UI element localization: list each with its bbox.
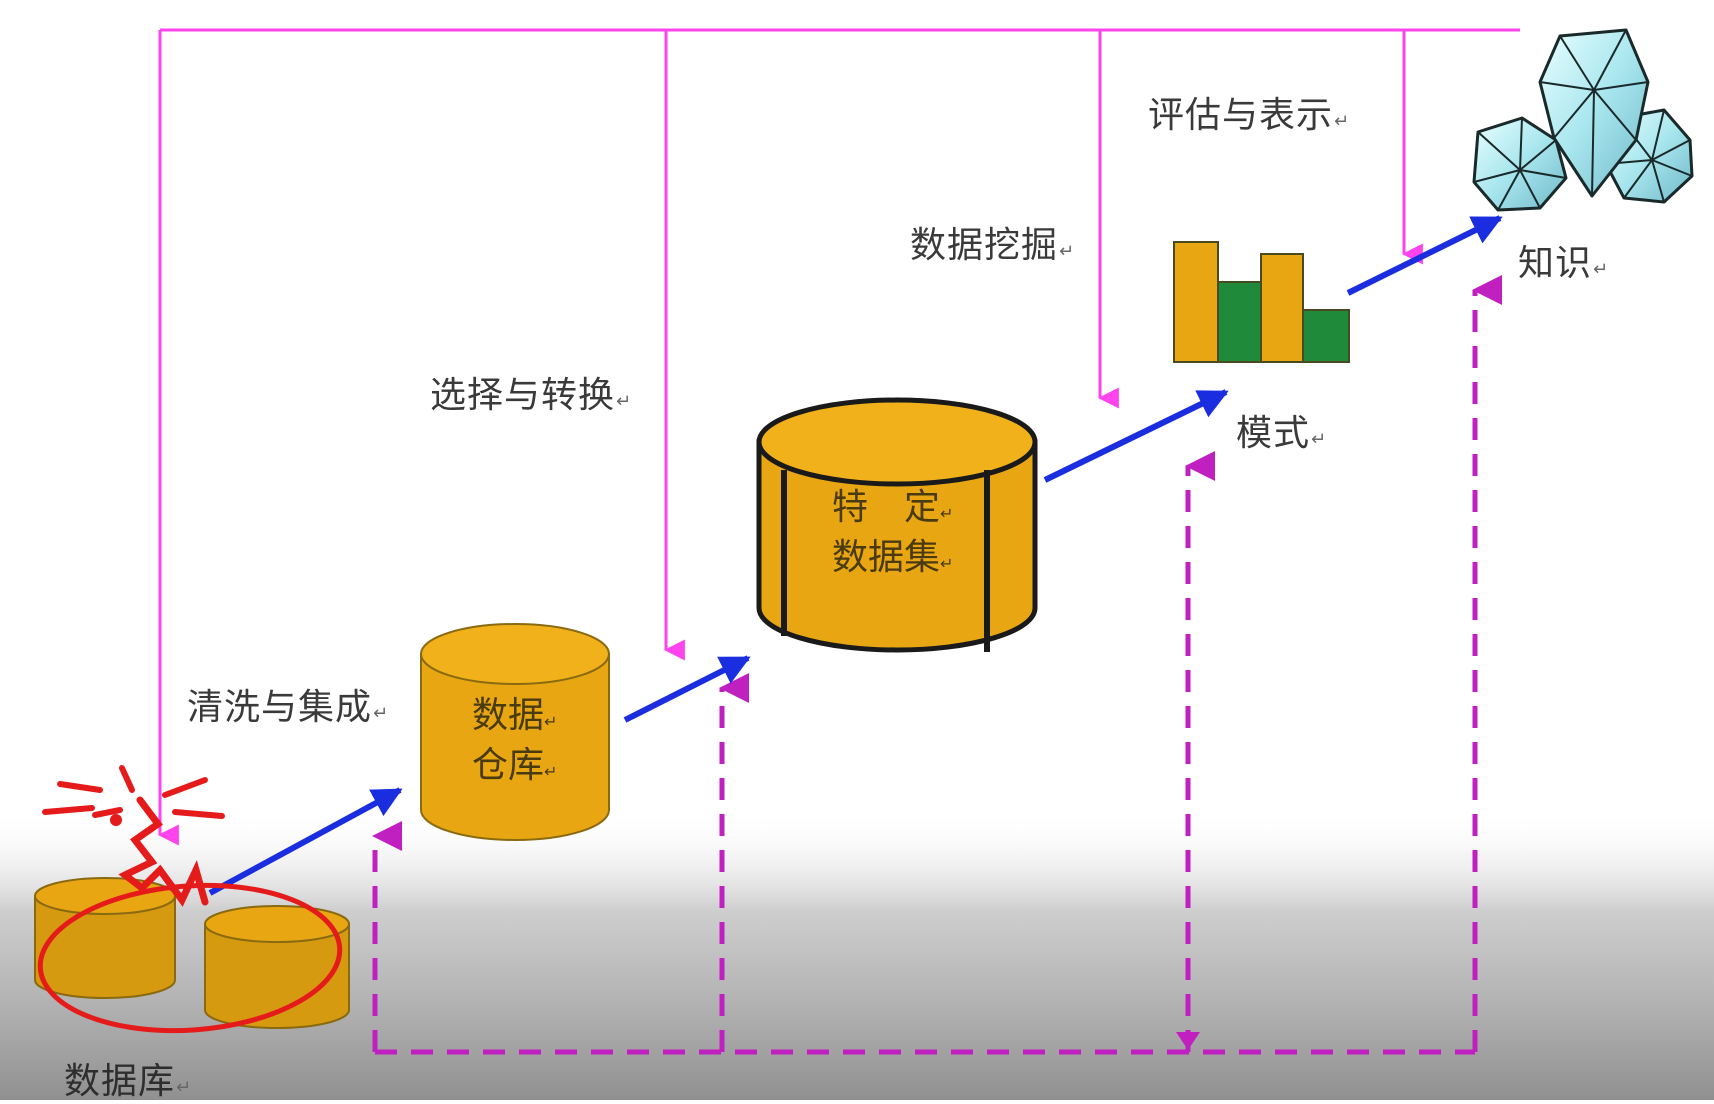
bar-2 <box>1217 281 1262 363</box>
flow-arrow-4 <box>1346 215 1503 296</box>
bar-4 <box>1302 309 1350 363</box>
paragraph-mark: ↵ <box>1334 111 1351 132</box>
dashed-feedback-lines <box>372 275 1502 1055</box>
paragraph-mark: ↵ <box>544 762 558 781</box>
specific-dataset-cylinder <box>756 397 1038 653</box>
warehouse-line2-text: 仓库 <box>472 745 545 786</box>
label-select-transform-text: 选择与转换 <box>430 375 616 416</box>
flow-arrows <box>208 215 1503 896</box>
label-evaluate-present: 评估与表示↵ <box>1148 86 1350 138</box>
feedback-lines <box>157 28 1520 846</box>
dataset-line2-text: 数据集 <box>832 537 941 578</box>
flow-arrow-1 <box>208 787 403 896</box>
data-warehouse-cylinder <box>420 623 610 841</box>
label-pattern-text: 模式 <box>1236 413 1311 454</box>
dataset-label-line1: 特 定↵ <box>832 478 953 530</box>
paragraph-mark: ↵ <box>176 1077 193 1098</box>
paragraph-mark: ↵ <box>1311 429 1328 450</box>
paragraph-mark: ↵ <box>373 703 390 724</box>
paragraph-mark: ↵ <box>940 554 954 573</box>
paragraph-mark: ↵ <box>1593 259 1610 280</box>
database-cylinders-icon <box>34 877 350 1034</box>
label-database-text: 数据库 <box>64 1061 176 1102</box>
label-pattern: 模式↵ <box>1236 404 1327 456</box>
label-select-transform: 选择与转换↵ <box>430 366 632 418</box>
database-cylinder-right <box>204 905 350 1029</box>
paragraph-mark: ↵ <box>616 391 633 412</box>
explosion-icon <box>42 765 225 907</box>
database-cylinder-left <box>34 877 176 999</box>
label-knowledge-text: 知识 <box>1518 243 1593 284</box>
warehouse-line1-text: 数据 <box>472 695 545 736</box>
diamond-left <box>1472 116 1568 212</box>
paragraph-mark: ↵ <box>940 504 954 523</box>
bar-1 <box>1173 241 1219 363</box>
label-database: 数据库↵ <box>64 1052 192 1104</box>
paragraph-mark: ↵ <box>1059 241 1076 262</box>
bar-3 <box>1260 253 1304 363</box>
label-knowledge: 知识↵ <box>1518 234 1609 286</box>
paragraph-mark: ↵ <box>544 712 558 731</box>
dashed-down-arrowhead <box>1176 1032 1200 1050</box>
flow-arrow-3 <box>1043 389 1229 483</box>
label-data-mining-text: 数据挖掘 <box>910 225 1059 266</box>
label-clean-integrate-text: 清洗与集成 <box>187 687 373 728</box>
label-evaluate-present-text: 评估与表示 <box>1148 95 1334 136</box>
dataset-line1-text: 特 定 <box>832 487 941 528</box>
dataset-label-line2: 数据集↵ <box>832 528 953 580</box>
warehouse-label-line2: 仓库↵ <box>472 736 557 788</box>
bar-chart-icon <box>1173 241 1350 363</box>
diamond-center <box>1538 28 1650 198</box>
diamond-cluster-icon <box>1472 28 1694 212</box>
label-data-mining: 数据挖掘↵ <box>910 216 1075 268</box>
label-clean-integrate: 清洗与集成↵ <box>187 678 389 730</box>
flow-arrow-2 <box>623 655 751 723</box>
warehouse-label-line1: 数据↵ <box>472 686 557 738</box>
